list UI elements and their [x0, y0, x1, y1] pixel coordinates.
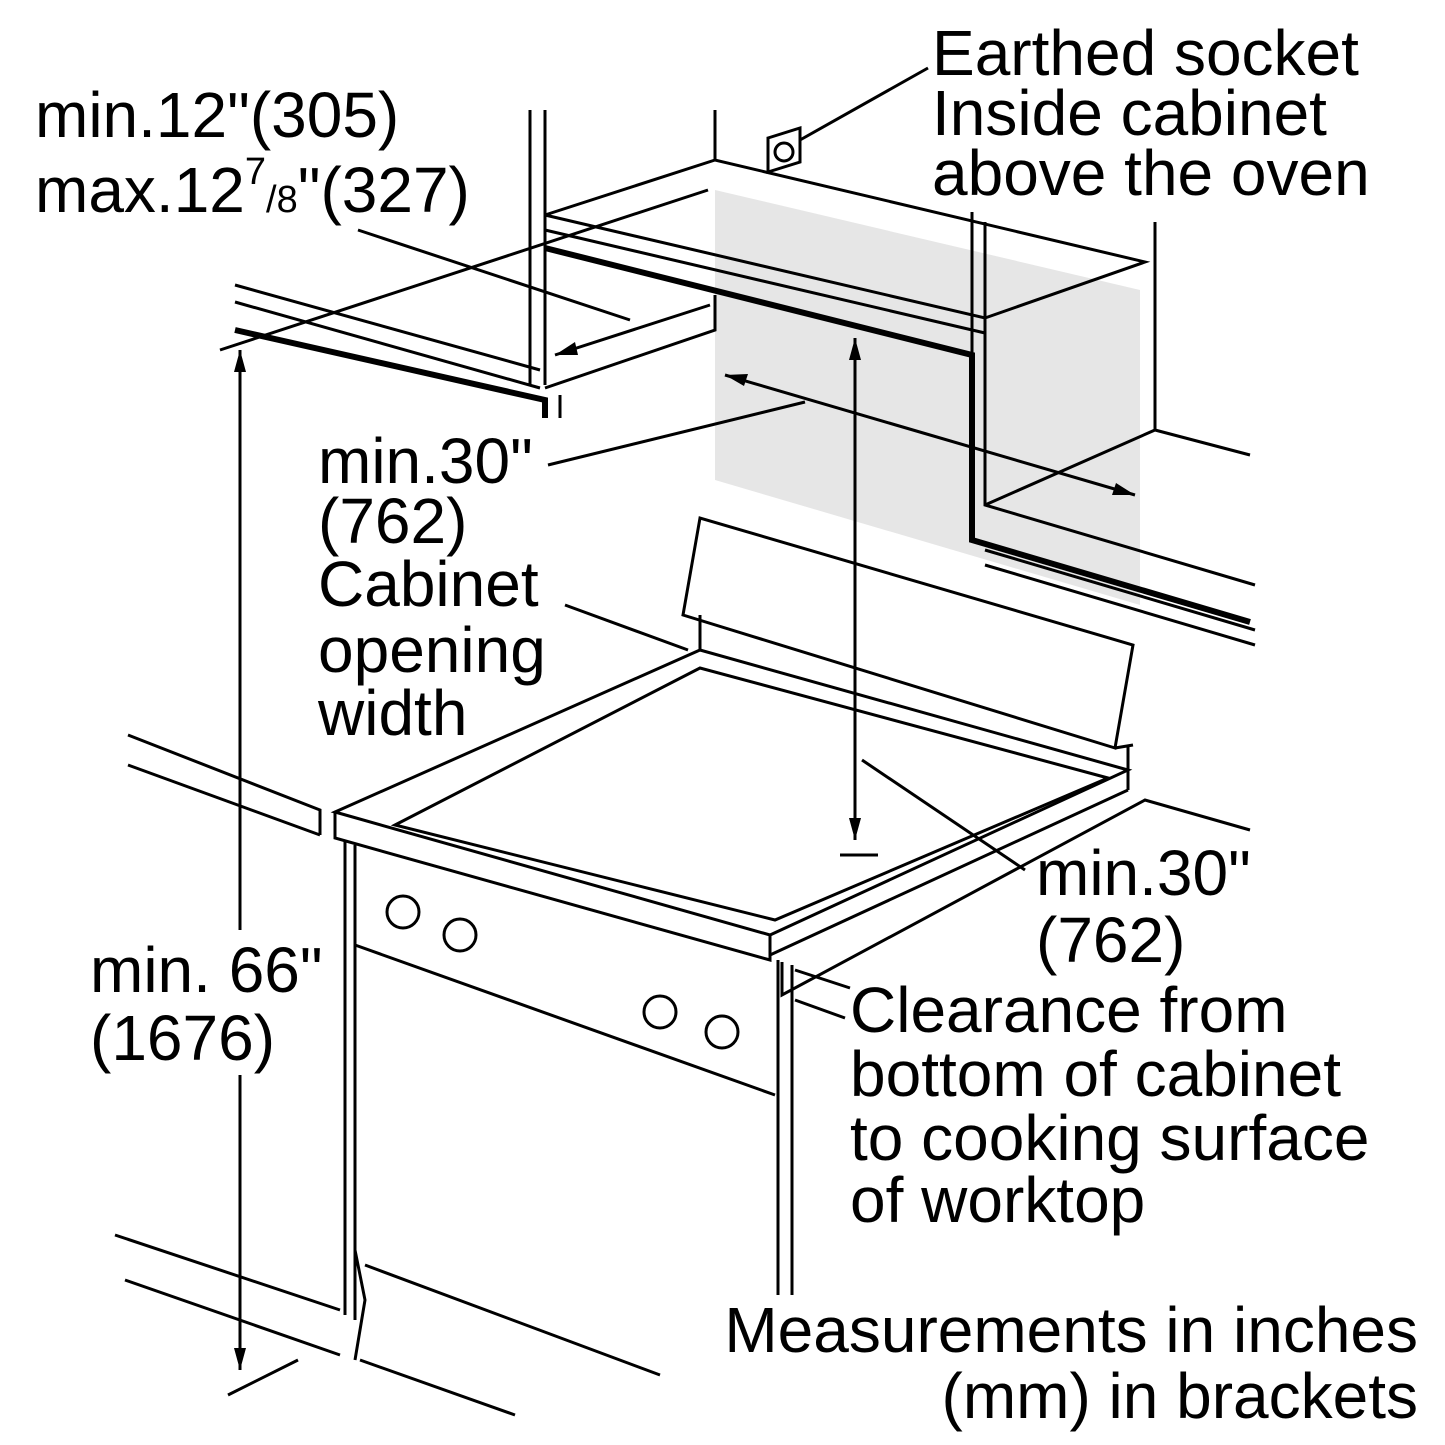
clearance-value-line-1: min.30" — [1036, 837, 1251, 909]
side-cabinet — [234, 283, 717, 418]
note-line-2: (mm) in brackets — [942, 1360, 1419, 1432]
wall-shade — [715, 190, 1140, 605]
opening-line-2: (762) — [318, 485, 467, 557]
depth-max-prefix: max.12 — [35, 154, 245, 226]
opening-line-4: opening — [318, 614, 546, 686]
depth-max-den: /8 — [266, 179, 298, 221]
depth-max-num: 7 — [245, 151, 266, 193]
socket-icon — [766, 66, 929, 175]
label-depth: min.12"(305) max.127/8"(327) — [35, 79, 470, 226]
depth-min: min.12"(305) — [35, 79, 399, 151]
socket-line-1: Earthed socket — [932, 17, 1359, 89]
depth-max-suffix: "(327) — [298, 154, 470, 226]
clearance-value-line-2: (762) — [1036, 904, 1185, 976]
opening-line-3: Cabinet — [318, 548, 539, 620]
opening-line-5: width — [317, 677, 467, 749]
clearance-line-1: Clearance from — [850, 974, 1288, 1046]
opening-line-1: min.30" — [318, 425, 533, 497]
note-line-1: Measurements in inches — [724, 1294, 1418, 1366]
label-note: Measurements in inches (mm) in brackets — [724, 1294, 1418, 1432]
clearance-line-3: to cooking surface — [850, 1102, 1369, 1174]
height-line-1: min. 66" — [90, 934, 323, 1006]
depth-max: max.127/8"(327) — [35, 151, 470, 226]
clearance-line-2: bottom of cabinet — [850, 1038, 1341, 1110]
range-cooker — [330, 516, 1135, 1361]
label-height: min. 66" (1676) — [90, 934, 323, 1074]
worktop — [114, 733, 1251, 1417]
label-clearance-value: min.30" (762) — [1036, 837, 1251, 976]
arrowheads — [234, 338, 1135, 1370]
label-clearance: Clearance from bottom of cabinet to cook… — [850, 974, 1369, 1236]
label-socket: Earthed socket Inside cabinet above the … — [932, 17, 1370, 209]
height-line-2: (1676) — [90, 1002, 275, 1074]
label-opening: min.30" (762) Cabinet opening width — [317, 425, 546, 749]
socket-line-2: Inside cabinet — [932, 77, 1327, 149]
clearance-line-4: of worktop — [850, 1164, 1145, 1236]
socket-line-3: above the oven — [932, 137, 1370, 209]
